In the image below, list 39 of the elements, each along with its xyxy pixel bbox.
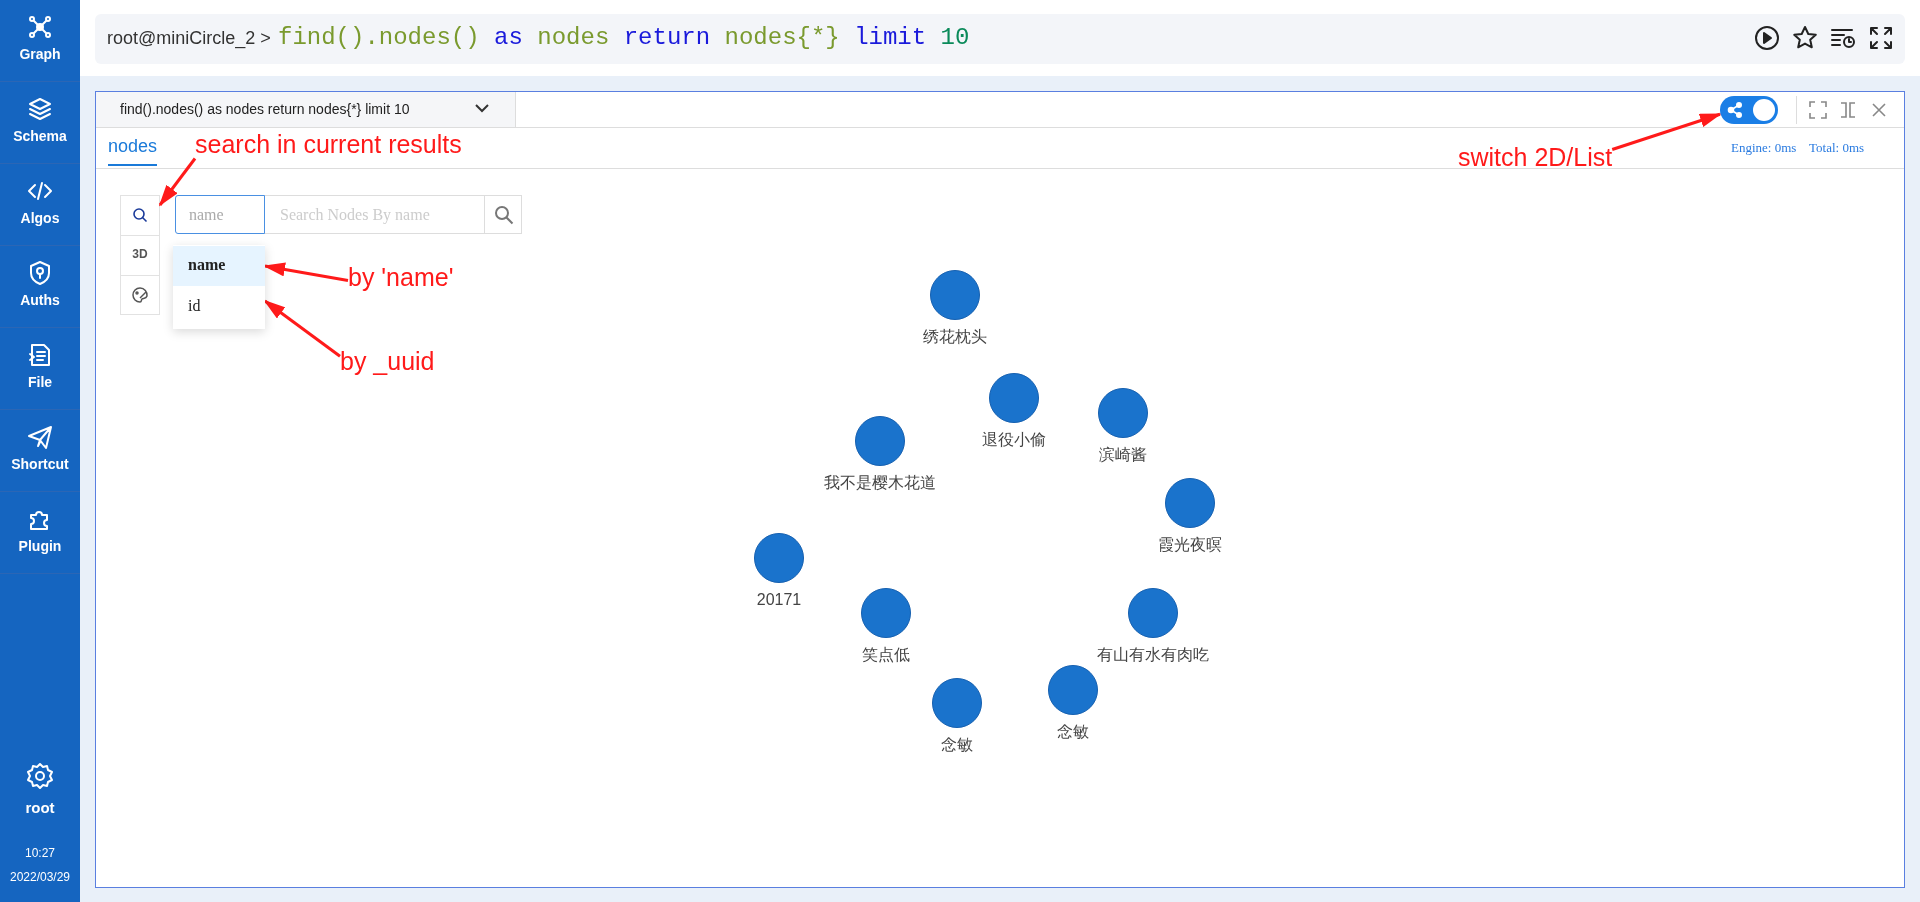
node-label: 有山有水有肉吃 [1096,646,1210,664]
node-label: 念敏 [940,736,974,754]
node-label: 滨崎酱 [1098,446,1148,464]
dropdown-option: id [173,287,265,327]
select-value: name [189,206,224,224]
annotation-arrow [263,299,341,358]
prompt-text: root@miniCircle_2 > [107,28,271,49]
annotation-text: by _uuid [340,348,435,376]
user-name: root [24,799,56,816]
nav-label: File [26,374,54,390]
nav-label: Shortcut [10,456,70,472]
node-label: 念敏 [1056,723,1090,741]
nav-label: Graph [18,46,62,62]
annotation-arrow [263,262,349,282]
view-toggle-switch [1720,96,1778,124]
node-label: 我不是樱木花道 [823,474,937,492]
node-label: 退役小偷 [981,431,1047,449]
annotation-arrow [1611,112,1722,151]
annotation-arrow [158,157,197,207]
clock-time: 10:27 [24,846,56,860]
annotation-text: search in current results [195,131,462,159]
dropdown-option: name [173,246,265,286]
node-label: 20171 [755,591,803,609]
nav-label: Auths [19,292,61,308]
total-time: Total: 0ms [1809,140,1865,156]
tab-title: find().nodes() as nodes return nodes{*} limit 10 [120,101,410,117]
node-label: 霞光夜暝 [1157,536,1223,554]
view-3d-label: 3D [131,247,149,261]
annotation-text: switch 2D/List [1458,144,1613,172]
node-label: 绣花枕头 [922,328,988,346]
annotation-text: by 'name' [348,264,454,292]
node-label: 笑点低 [861,646,911,664]
engine-time: Engine: 0ms [1731,140,1797,156]
nav-label: Schema [12,128,68,144]
nav-label: Plugin [17,538,63,554]
query-text: find().nodes() as nodes return nodes{*} limit 10 [278,24,970,51]
results-tab: nodes [108,136,158,166]
date-text: 2022/03/29 [8,870,72,884]
nav-label: Algos [19,210,61,226]
